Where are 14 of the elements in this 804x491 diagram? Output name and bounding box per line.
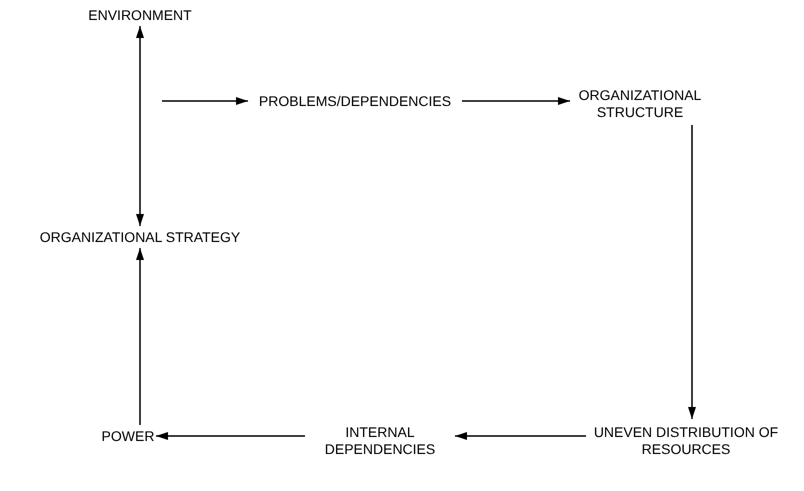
node-label: INTERNAL DEPENDENCIES [324,424,436,458]
arrow [156,432,305,440]
node-label: ORGANIZATIONAL STRATEGY [40,228,240,246]
arrow [162,97,248,105]
node-label: POWER [102,428,154,444]
node-label: UNEVEN DISTRIBUTION OF RESOURCES [592,424,780,458]
arrow [455,432,586,440]
node-label: PROBLEMS/DEPENDENCIES [258,92,452,110]
node-label: ORGANIZATIONAL STRUCTURE [578,87,702,121]
node-label: ENVIRONMENT [88,6,192,24]
arrow [688,125,696,419]
arrow [136,26,144,226]
arrow [462,97,570,105]
arrow [136,248,144,425]
